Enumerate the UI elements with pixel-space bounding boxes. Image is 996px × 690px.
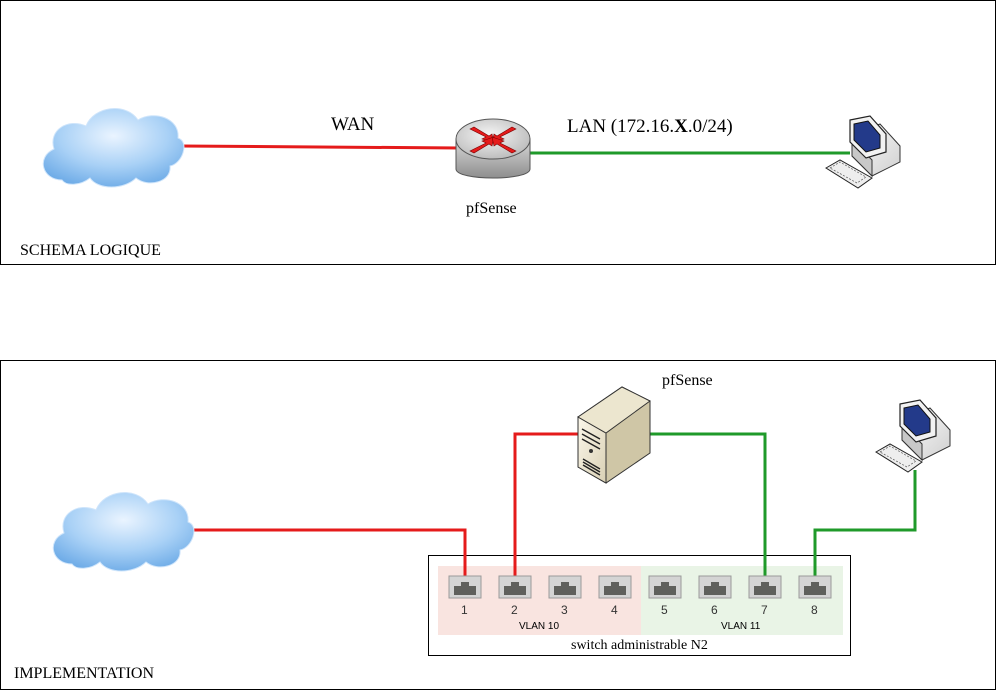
internet-cloud-icon-2 (52, 492, 195, 572)
lan-label-prefix: LAN (172.16. (567, 116, 675, 137)
workstation-icon (825, 115, 901, 189)
switch-label: switch administrable N2 (571, 638, 708, 653)
switch-port-3 (548, 575, 582, 599)
port-number-3: 3 (561, 603, 568, 617)
port-number-5: 5 (661, 603, 668, 617)
lan-label-subnet-var: X (674, 116, 688, 137)
port-number-1: 1 (461, 603, 468, 617)
lan-label: LAN (172.16.X.0/24) (567, 116, 733, 138)
switch-port-8 (798, 575, 832, 599)
vlan-10-label: VLAN 10 (519, 621, 560, 632)
implementation-title: IMPLEMENTATION (14, 665, 155, 682)
router-label: pfSense (466, 200, 517, 217)
switch-ports (448, 575, 832, 599)
pc-lan-link (813, 470, 917, 582)
port-number-8: 8 (811, 603, 818, 617)
server-lan-link (650, 432, 767, 582)
wan-link-physical (190, 528, 467, 582)
server-label: pfSense (662, 372, 713, 389)
workstation-icon-2 (875, 399, 951, 473)
port-number-2: 2 (511, 603, 518, 617)
switch-port-5 (648, 575, 682, 599)
logical-schema-title: SCHEMA LOGIQUE (20, 242, 161, 259)
router-icon (455, 118, 531, 179)
switch-port-4 (598, 575, 632, 599)
switch-port-7 (748, 575, 782, 599)
port-number-4: 4 (611, 603, 618, 617)
wan-label: WAN (331, 114, 375, 135)
wan-link-logical (179, 144, 461, 150)
server-icon (577, 386, 651, 484)
internet-cloud-icon (42, 108, 185, 188)
switch-port-6 (698, 575, 732, 599)
vlan-11-label: VLAN 11 (721, 621, 761, 632)
port-number-7: 7 (761, 603, 768, 617)
switch-port-1 (448, 575, 482, 599)
lan-label-suffix: .0/24) (687, 116, 733, 137)
server-wan-link (513, 432, 580, 582)
switch-port-2 (498, 575, 532, 599)
port-number-6: 6 (711, 603, 718, 617)
